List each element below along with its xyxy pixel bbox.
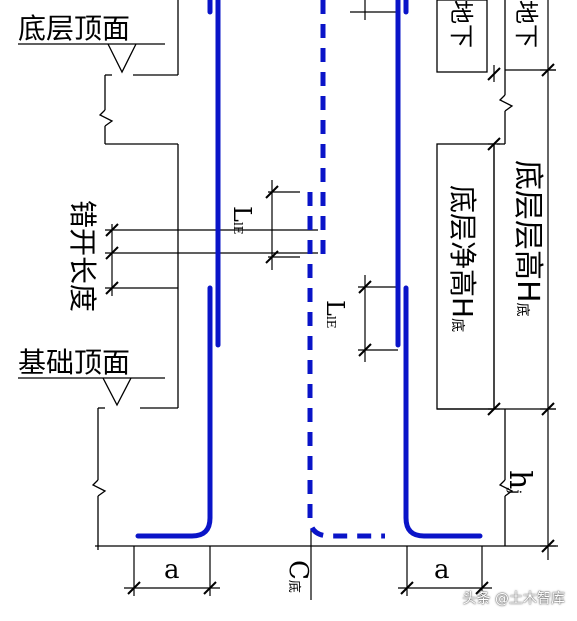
bottom-cover-sub: 底	[286, 580, 302, 593]
bottom-cover-main: C	[283, 560, 313, 580]
bottom-cover-label: C底	[283, 560, 313, 593]
anchor-right-label: a	[434, 555, 450, 585]
lap-right-label: LlE	[321, 300, 349, 329]
clear-height-label: 底层净高H底	[446, 185, 479, 332]
basement-label-2: 地下	[512, 0, 540, 48]
clear-height-main: 底层净高H	[446, 185, 479, 318]
hj-label: hj	[502, 470, 537, 494]
hj-sub: j	[506, 487, 525, 494]
ground-top-label: 底层顶面	[18, 12, 130, 45]
floor-height-sub: 底	[514, 303, 530, 317]
lap-left-sub: lE	[231, 222, 245, 235]
hj-main: h	[502, 470, 537, 489]
anchor-left-label: a	[164, 555, 180, 585]
center-lower-dashed-bar	[307, 192, 385, 539]
lap-left-main: L	[228, 206, 256, 222]
clear-height-sub: 底	[449, 318, 465, 332]
lap-right-main: L	[321, 300, 349, 316]
basement-label: 地下	[447, 0, 475, 48]
watermark: 头条 @土木智库	[462, 591, 565, 607]
stagger-length-label: 错开长度	[66, 200, 99, 312]
lap-right-sub: lE	[324, 316, 338, 329]
floor-height-label: 底层层高H底	[510, 160, 545, 317]
foundation-top-label: 基础顶面	[18, 346, 130, 379]
floor-height-main: 底层层高H	[510, 160, 545, 303]
dimension-ticks	[105, 63, 555, 595]
labels: 底层顶面 基础顶面 错开长度 地下 地下 底层净高H底 底层层高H底 LlE L…	[18, 0, 545, 593]
left-lower-bar	[135, 285, 213, 539]
dimension-lines	[105, 0, 556, 600]
lap-left-label: LlE	[228, 206, 256, 235]
rebar-lines	[135, 0, 483, 539]
right-lower-bar	[403, 285, 483, 539]
rebar-dashed	[307, 0, 385, 539]
